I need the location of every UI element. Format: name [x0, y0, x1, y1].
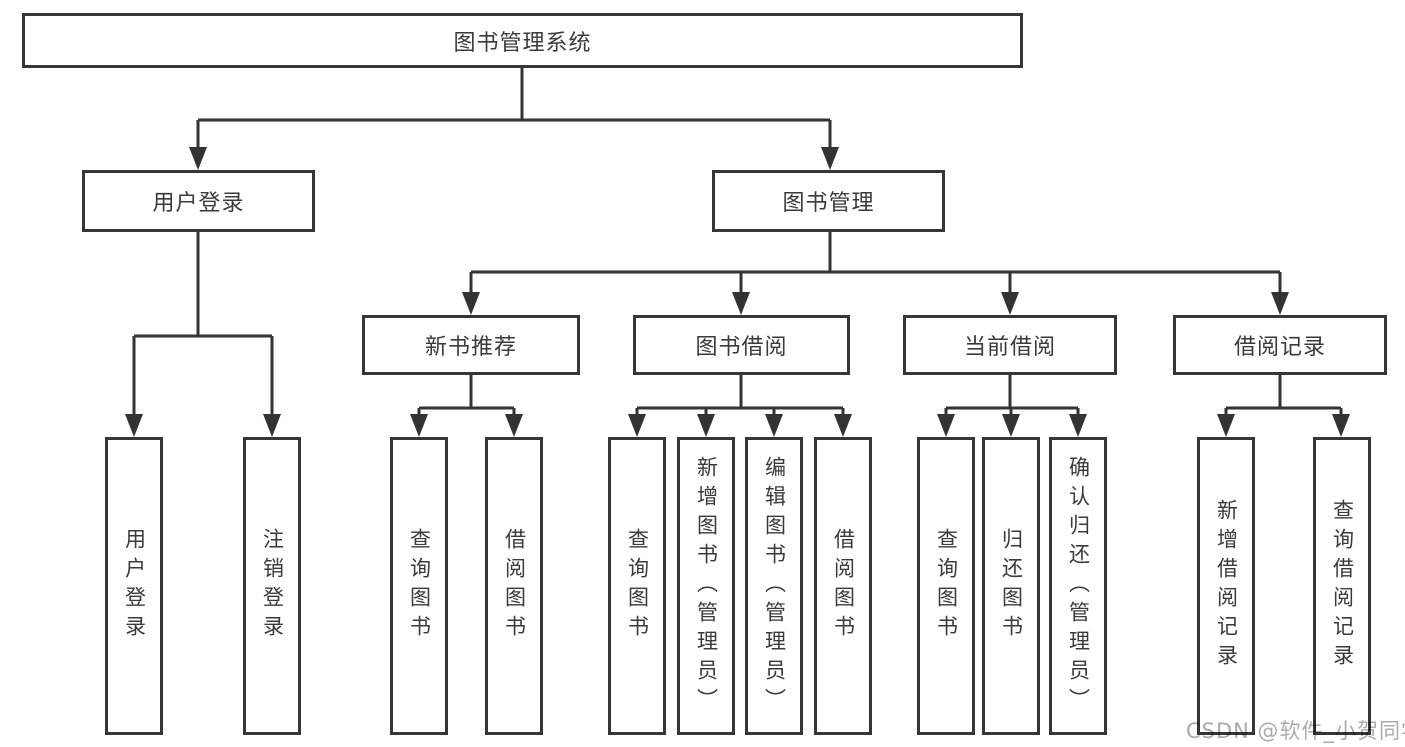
leaf-query-borrow-record: 查询借阅记录	[1313, 437, 1371, 735]
arrowhead	[821, 147, 839, 170]
node-root-label: 图书管理系统	[453, 30, 592, 56]
connector-current-borrow-to-leaves	[944, 373, 1080, 416]
arrowhead	[1001, 292, 1019, 315]
leaf-edit-books-admin: 编辑图书（管理员）	[745, 437, 803, 735]
arrowhead	[1069, 414, 1087, 437]
node-book-management: 图书管理	[712, 170, 945, 232]
node-user-login-label: 用户登录	[152, 191, 245, 216]
arrowhead	[765, 414, 783, 437]
leaf-query-borrow-record-label: 查询借阅记录	[1330, 499, 1355, 673]
arrowhead	[628, 414, 646, 437]
node-current-borrow: 当前借阅	[903, 315, 1117, 375]
node-book-borrow-label: 图书借阅	[695, 335, 788, 360]
node-new-book-recommend: 新书推荐	[362, 315, 580, 375]
connector-book-management-to-level3	[469, 232, 1282, 294]
leaf-edit-books-admin-label: 编辑图书（管理员）	[762, 455, 787, 717]
leaf-query-books-current-label: 查询图书	[934, 528, 959, 644]
arrowheads	[125, 147, 1350, 437]
node-root: 图书管理系统	[22, 13, 1023, 68]
arrowhead	[189, 147, 207, 170]
node-book-management-label: 图书管理	[782, 191, 875, 216]
leaf-add-books-admin-label: 新增图书（管理员）	[694, 455, 719, 717]
arrowhead	[834, 414, 852, 437]
leaf-borrow-books-label: 借阅图书	[831, 528, 856, 644]
leaf-user-login: 用户登录	[105, 437, 163, 735]
leaf-confirm-return-admin: 确认归还（管理员）	[1049, 437, 1107, 735]
connector-borrow-records-to-leaves	[1224, 373, 1343, 416]
connector-user-login-to-leaves	[132, 232, 274, 416]
leaf-borrow-books-recommend: 借阅图书	[485, 437, 543, 735]
leaf-logout: 注销登录	[243, 437, 301, 735]
leaf-confirm-return-admin-label: 确认归还（管理员）	[1066, 455, 1091, 717]
arrowhead	[1271, 292, 1289, 315]
leaf-borrow-books-recommend-label: 借阅图书	[502, 528, 527, 644]
connector-root-to-level2	[196, 68, 832, 150]
leaf-query-books-recommend-label: 查询图书	[407, 528, 432, 644]
leaf-query-books-current: 查询图书	[917, 437, 975, 735]
arrowhead	[697, 414, 715, 437]
arrowhead	[263, 414, 281, 437]
leaf-borrow-books: 借阅图书	[814, 437, 872, 735]
leaf-return-books: 归还图书	[982, 437, 1040, 735]
connector-book-borrow-to-leaves	[635, 373, 845, 416]
arrowhead	[1002, 414, 1020, 437]
leaf-query-books-recommend: 查询图书	[390, 437, 448, 735]
arrowhead	[937, 414, 955, 437]
leaf-query-books-borrow-label: 查询图书	[625, 528, 650, 644]
leaf-logout-label: 注销登录	[260, 528, 285, 644]
node-book-borrow: 图书借阅	[633, 315, 850, 375]
arrowhead	[410, 414, 428, 437]
csdn-watermark: CSDN @软件_小贺同学	[1186, 719, 1405, 743]
arrowhead	[1217, 414, 1235, 437]
node-borrow-records-label: 借阅记录	[1233, 335, 1326, 360]
leaf-add-borrow-record-label: 新增借阅记录	[1214, 499, 1239, 673]
connector-new-book-recommend-to-leaves	[417, 375, 516, 416]
node-user-login: 用户登录	[82, 170, 315, 232]
leaf-add-books-admin: 新增图书（管理员）	[677, 437, 735, 735]
arrowhead	[1332, 414, 1350, 437]
node-current-borrow-label: 当前借阅	[963, 335, 1056, 360]
node-borrow-records: 借阅记录	[1173, 315, 1387, 375]
arrowhead	[505, 414, 523, 437]
leaf-return-books-label: 归还图书	[999, 528, 1024, 644]
arrowhead	[125, 414, 143, 437]
leaf-user-login-label: 用户登录	[122, 528, 147, 644]
leaf-add-borrow-record: 新增借阅记录	[1197, 437, 1255, 735]
node-new-book-recommend-label: 新书推荐	[424, 335, 517, 360]
leaf-query-books-borrow: 查询图书	[608, 437, 666, 735]
arrowhead	[732, 292, 750, 315]
arrowhead	[462, 292, 480, 315]
